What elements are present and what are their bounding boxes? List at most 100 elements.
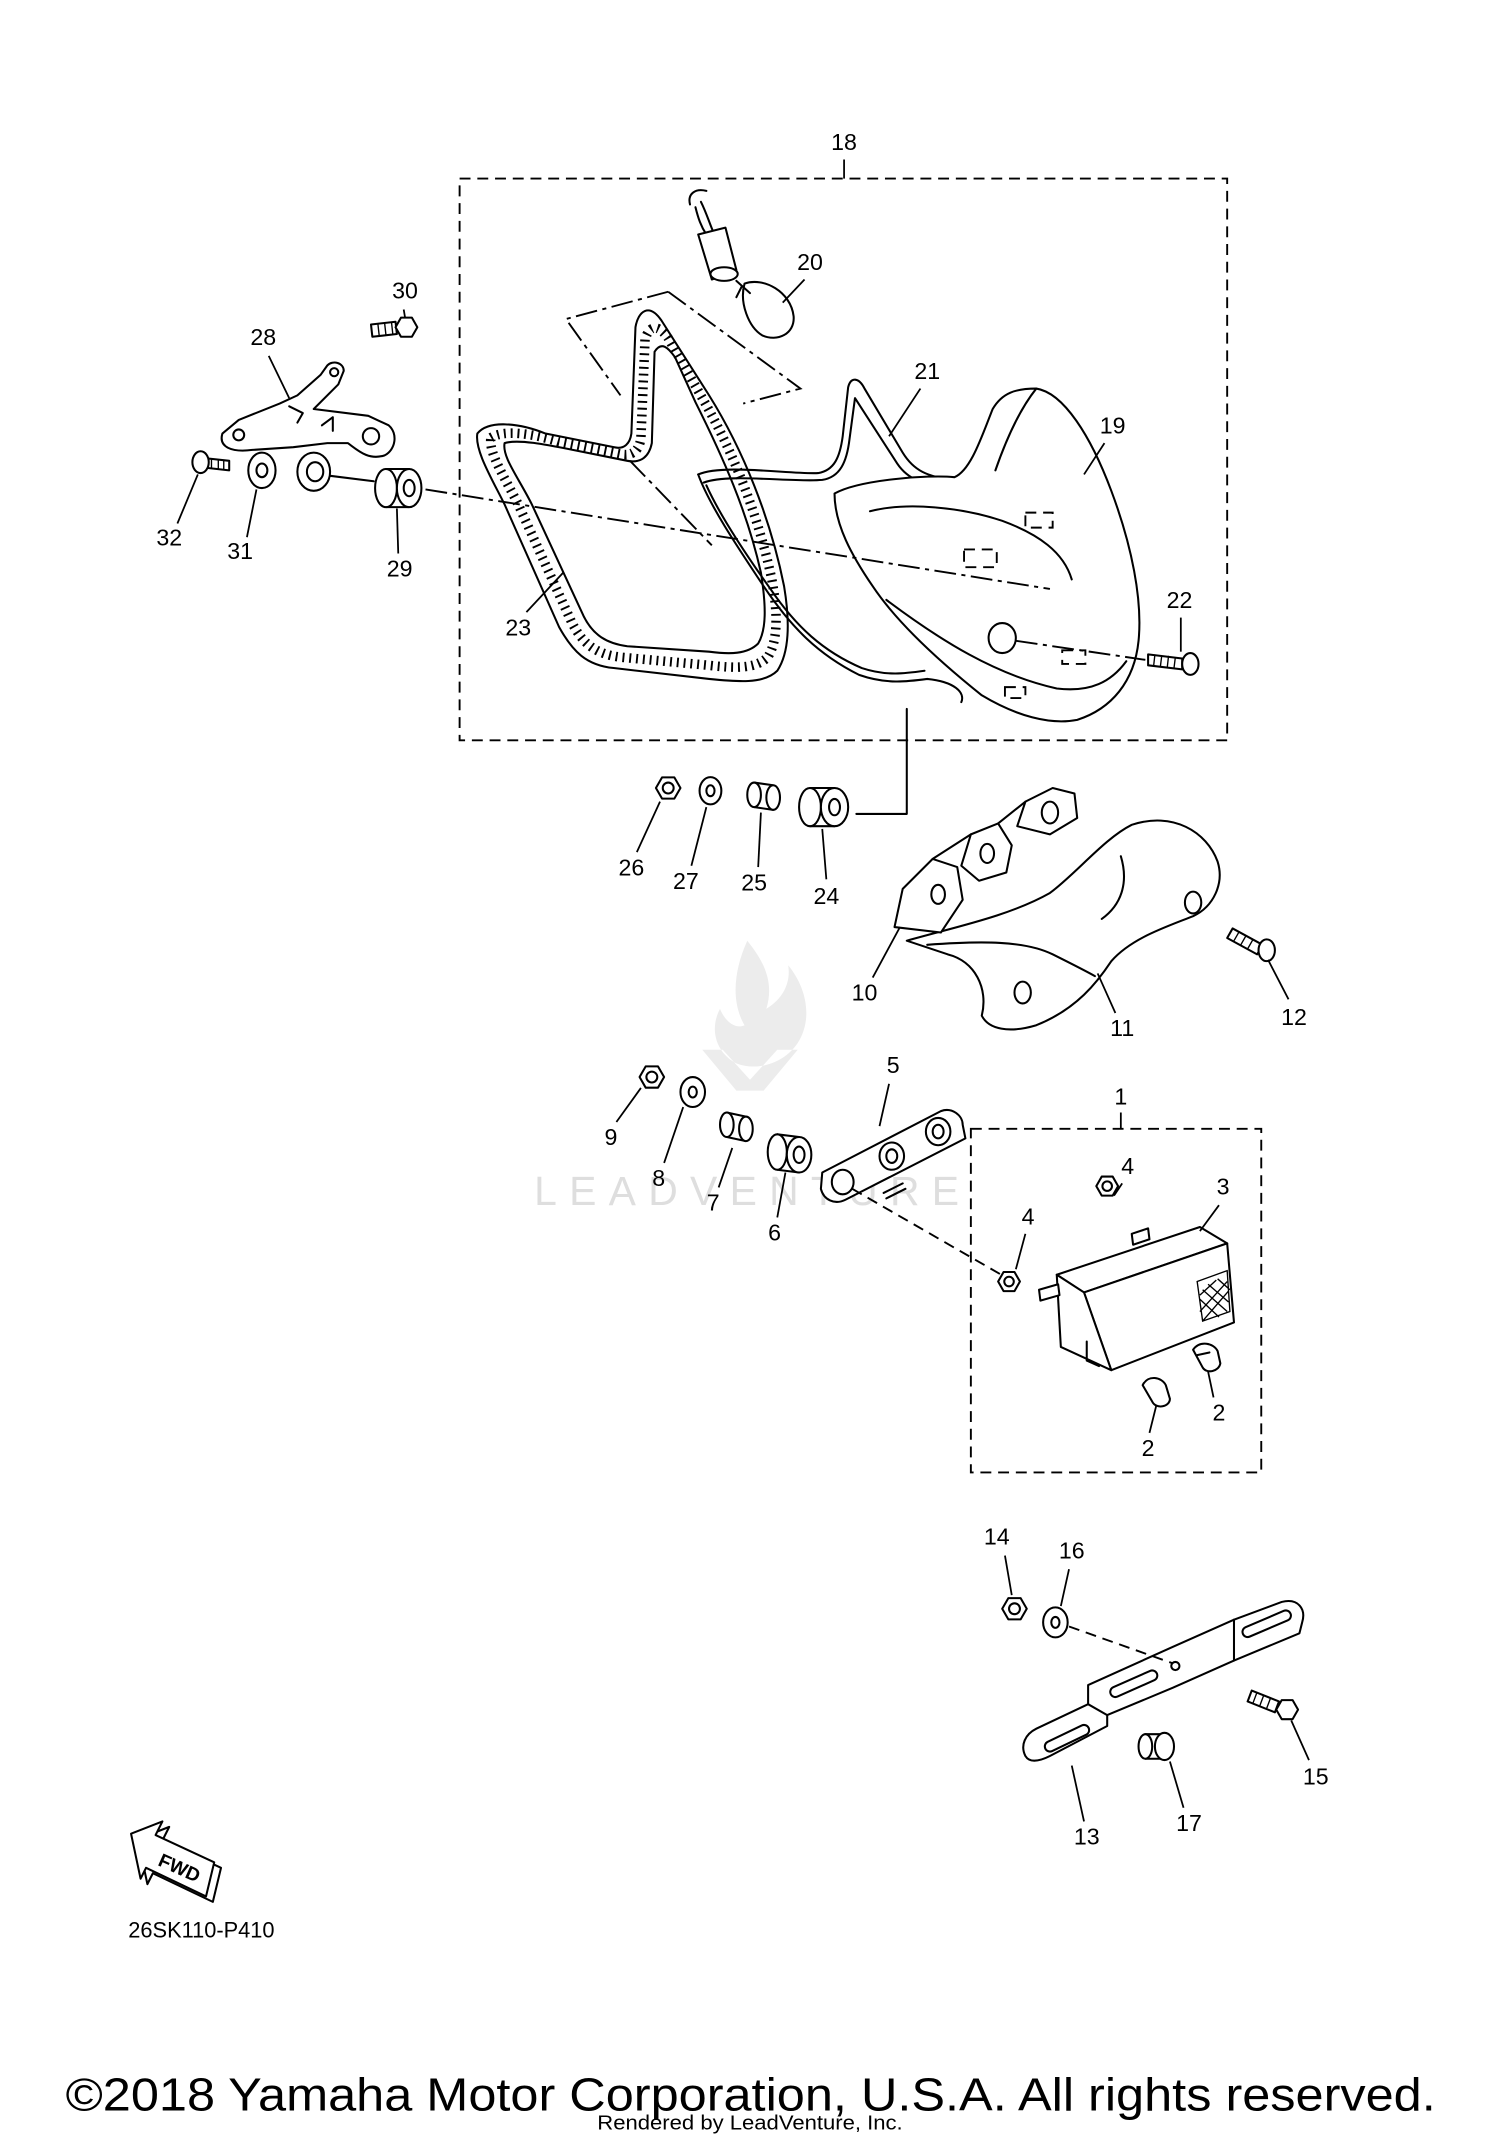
nut-hole: [1008, 1602, 1021, 1616]
drawing-code: 26SK110-P410: [128, 1917, 274, 1942]
guide-line-washer-to-bracket: [1068, 1625, 1173, 1665]
nut-hole: [645, 1070, 659, 1084]
part-5-plate: [819, 1109, 1005, 1277]
cover-body: [905, 819, 1221, 1031]
grommet-back: [766, 1133, 788, 1171]
grommet-front: [1153, 1731, 1176, 1762]
part-28-bracket: [220, 361, 396, 458]
leader-line: [878, 1083, 890, 1127]
bolt-head: [394, 316, 419, 338]
seal-bottom-inner-edge: [705, 484, 926, 675]
part-9-nut: [638, 1065, 666, 1089]
part-2-bulb-left: [1141, 1376, 1171, 1408]
leader-line: [663, 1106, 685, 1164]
callout-7: 7: [707, 1190, 720, 1216]
gasket-outer-edge: [476, 309, 789, 683]
bulb-guide-lines: [564, 290, 803, 405]
callout-11: 11: [1110, 1015, 1134, 1041]
part-12-screw: [1226, 927, 1276, 963]
rendered-by-notice: Rendered by LeadVenture, Inc.: [597, 2112, 902, 2135]
callout-31: 31: [227, 538, 253, 564]
part-14-nut: [1001, 1597, 1028, 1621]
part-25-collar: [746, 781, 782, 811]
leader-line: [267, 355, 290, 399]
part-29-grommet: [374, 467, 423, 509]
part-4-nut-lower: [997, 1270, 1021, 1293]
callout-1: 1: [1114, 1083, 1127, 1109]
leader-line: [525, 572, 564, 613]
leader-line: [1148, 1405, 1158, 1434]
part-17-grommet: [1137, 1731, 1176, 1762]
leader-line: [1169, 1761, 1185, 1809]
light-slot: [1085, 1340, 1101, 1368]
part-10-mount-bosses: [893, 786, 1079, 934]
light-stud: [1130, 1227, 1151, 1246]
nut-hole: [1101, 1180, 1113, 1192]
part-8-washer: [679, 1076, 707, 1109]
taillight-assembly-box-18: [458, 177, 1229, 742]
leader-line: [396, 508, 400, 554]
leader-lines: [176, 159, 1310, 1822]
plate-pin: [882, 1182, 907, 1200]
leader-line: [1267, 959, 1290, 1000]
guide-line-lens-screw: [1015, 639, 1146, 661]
callout-2-right: 2: [1213, 1400, 1226, 1426]
bracket-hole: [232, 428, 246, 442]
bracket-hole: [329, 367, 340, 378]
leader-line: [1113, 1182, 1123, 1197]
grommet-hole: [402, 478, 416, 498]
plate-hole: [878, 1141, 906, 1171]
nut-hole: [661, 781, 675, 795]
screw-threads: [1233, 930, 1254, 950]
leader-line: [246, 489, 258, 538]
callout-25: 25: [741, 869, 767, 895]
socket-wire: [688, 189, 715, 236]
seal-top-edge: [697, 378, 956, 481]
callout-20: 20: [797, 249, 823, 275]
lens-reflector-mark: [963, 548, 998, 569]
screw-shank: [1147, 653, 1184, 671]
cover-hole: [1183, 890, 1203, 915]
bolt-threads: [1252, 1691, 1272, 1709]
leader-line: [1290, 1720, 1310, 1761]
callout-13: 13: [1074, 1824, 1100, 1850]
boss-front: [893, 857, 964, 934]
bracket-hole: [361, 427, 381, 446]
lens-reflector-mark: [1024, 511, 1054, 529]
callout-23: 23: [505, 614, 531, 640]
upper-guide-lines: [425, 460, 1146, 815]
bulb-base: [735, 279, 752, 299]
callout-3: 3: [1217, 1173, 1230, 1199]
lens-contour-upper: [868, 505, 1073, 581]
plate-hole: [830, 1168, 855, 1196]
lens-contour-ridge: [994, 387, 1038, 472]
bracket-hole: [1170, 1660, 1181, 1672]
washer-hole: [255, 462, 269, 479]
screw-head: [1181, 652, 1200, 676]
guide-line-grommet-24: [855, 707, 908, 815]
watermark: LEADVENTURE: [534, 940, 959, 1214]
part-30-bolt: [369, 316, 419, 338]
screw-head: [1257, 938, 1276, 963]
callout-14: 14: [984, 1524, 1010, 1550]
grommet-back: [798, 786, 822, 828]
cover-contour: [926, 941, 1096, 978]
cover-contour: [1100, 855, 1125, 920]
part-16-washer: [1042, 1606, 1173, 1665]
callout-6: 6: [768, 1220, 781, 1246]
leader-line: [757, 812, 762, 868]
bracket-slot-inner: [1045, 1725, 1089, 1751]
lens-reflector-mark: [1003, 686, 1027, 699]
bolt-shank: [369, 320, 398, 338]
plate-hole: [924, 1116, 952, 1147]
part-4-nut-upper: [1095, 1175, 1120, 1197]
guide-line-grommet-to-lens: [425, 488, 1051, 590]
light-lens-grid: [1196, 1269, 1231, 1323]
collar-front: [765, 784, 782, 811]
leader-line: [1199, 1204, 1220, 1232]
collar-front: [738, 1115, 754, 1143]
bulb-body: [1192, 1342, 1222, 1373]
lens-body: [833, 387, 1141, 723]
